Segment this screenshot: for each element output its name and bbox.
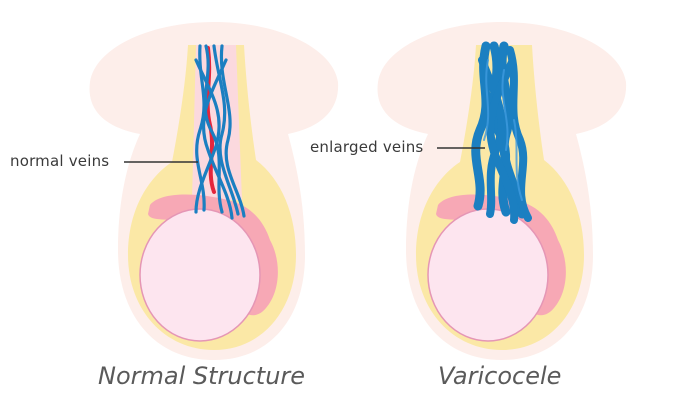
normal-spermatic-cord [192, 45, 242, 200]
normal-testis [139, 208, 261, 342]
enlarged-veins-label: enlarged veins [310, 138, 424, 156]
enlarged-veins-highlights [483, 59, 523, 201]
normal-veins [194, 44, 246, 220]
caption-varicocele: Varicocele [438, 362, 562, 390]
varicocele-testis [427, 208, 549, 342]
normal-veins-label: normal veins [10, 152, 110, 170]
caption-normal-structure: Normal Structure [98, 362, 306, 390]
varicocele-illustration [377, 22, 627, 360]
normal-structure-illustration [89, 22, 339, 360]
